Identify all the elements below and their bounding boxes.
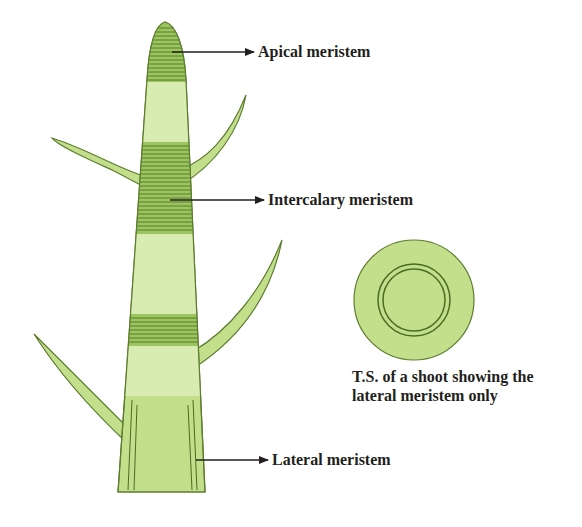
hatch-line — [100, 330, 220, 331]
hatch-line — [100, 334, 220, 335]
hatch-line — [100, 80, 220, 81]
hatch-line — [100, 72, 220, 73]
hatch-line — [100, 218, 220, 219]
hatch-line — [100, 338, 220, 339]
hatch-line — [100, 206, 220, 207]
hatch-line — [100, 150, 220, 151]
hatch-line — [100, 158, 220, 159]
hatch-line — [100, 40, 220, 41]
hatch-line — [100, 198, 220, 199]
hatch-line — [100, 178, 220, 179]
hatch-line — [100, 186, 220, 187]
hatch-line — [100, 318, 220, 319]
hatch-line — [100, 32, 220, 33]
hatch-line — [100, 222, 220, 223]
hatch-line — [100, 28, 220, 29]
part-label: T.S. of a shoot showing the lateral meri… — [352, 367, 552, 405]
hatch-line — [100, 146, 220, 147]
hatch-line — [100, 202, 220, 203]
hatch-line — [100, 174, 220, 175]
hatch-line — [100, 44, 220, 45]
hatch-line — [100, 322, 220, 323]
hatch-line — [100, 194, 220, 195]
hatch-line — [100, 36, 220, 37]
hatch-line — [100, 210, 220, 211]
hatch-line — [100, 326, 220, 327]
leader-line — [170, 52, 268, 460]
hatch-line — [100, 56, 220, 57]
hatch-line — [100, 166, 220, 167]
hatch-line — [100, 226, 220, 227]
part-label: Apical meristem — [258, 42, 370, 61]
hatch-line — [100, 170, 220, 171]
hatch-line — [100, 342, 220, 343]
shoot-cross-section — [354, 240, 474, 360]
hatch-line — [100, 76, 220, 77]
hatch-line — [100, 230, 220, 231]
leaf — [34, 95, 282, 442]
part-label: Lateral meristem — [272, 450, 391, 469]
hatch-line — [100, 154, 220, 155]
hatch-line — [100, 190, 220, 191]
hatch-line — [100, 182, 220, 183]
part-label: Intercalary meristem — [268, 190, 413, 209]
hatch-line — [100, 214, 220, 215]
hatch-line — [100, 60, 220, 61]
hatch-line — [100, 68, 220, 69]
hatch-line — [100, 64, 220, 65]
hatch-line — [100, 48, 220, 49]
hatch-line — [100, 162, 220, 163]
